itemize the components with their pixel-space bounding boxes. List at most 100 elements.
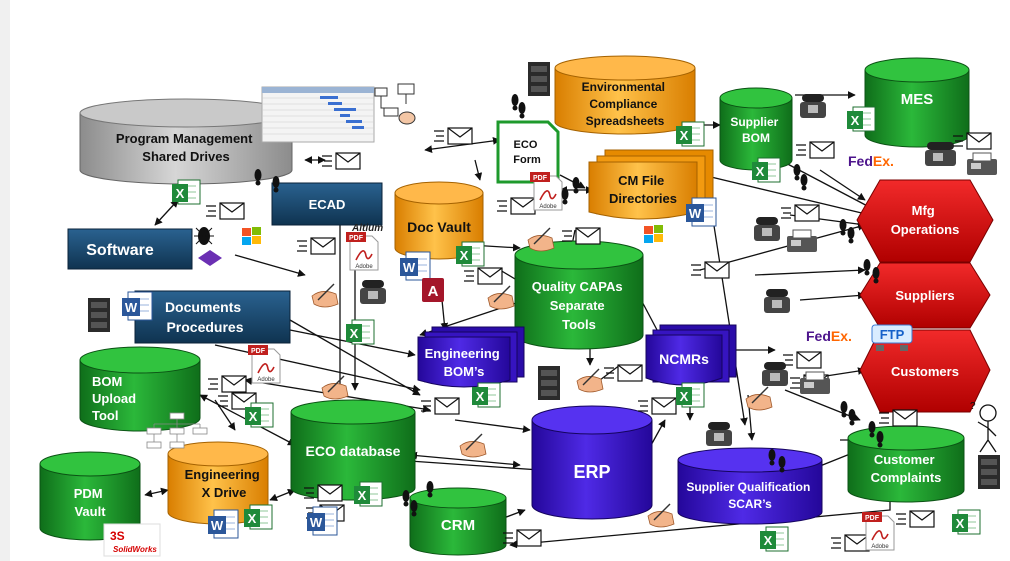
footprint-icon — [848, 409, 856, 426]
fedex-fed: Fed — [848, 153, 873, 169]
visual-studio-icon — [198, 250, 222, 266]
org-chart-icon — [146, 412, 208, 449]
cm-file-line-1: CM File — [618, 173, 664, 188]
node-suppliers[interactable]: Suppliers — [859, 262, 991, 329]
email-icon — [206, 202, 245, 220]
email-icon — [783, 351, 822, 369]
svg-text:BOM Upload Tool: BOM Upload Tool — [92, 374, 140, 423]
excel-letter: X — [956, 516, 965, 531]
excel-letter: X — [358, 488, 367, 503]
node-ecad[interactable]: ECAD — [271, 182, 383, 226]
svg-text:FedEx.: FedEx. — [848, 153, 894, 169]
phone-icon — [360, 280, 386, 304]
footprint-icon — [518, 102, 526, 119]
node-ncmrs[interactable]: NCMRs — [645, 324, 737, 386]
phone-icon — [754, 217, 780, 241]
excel-letter: X — [249, 409, 258, 424]
handwriting-icon — [576, 368, 604, 393]
word-icon: W — [400, 251, 431, 281]
footprint-icon — [868, 421, 876, 438]
solidworks-logo: 3S SolidWorks — [103, 523, 161, 557]
server-icons — [88, 62, 1000, 489]
email-icon — [691, 261, 730, 279]
node-supplier-bom[interactable]: Supplier BOM — [719, 87, 793, 171]
node-program-management[interactable]: Program Management Shared Drives — [79, 98, 293, 185]
node-documents-procedures[interactable]: Documents Procedures — [134, 290, 291, 344]
handwriting-icon — [311, 283, 339, 308]
footprint-icon — [872, 267, 880, 284]
excel-icon: X — [752, 157, 781, 183]
handwriting-icon — [745, 386, 773, 411]
windows-logo-icons — [242, 225, 663, 245]
phone-icon — [925, 142, 951, 166]
fedex-ex: Ex. — [873, 153, 894, 169]
fax-icons — [787, 152, 997, 394]
email-icon — [503, 529, 542, 547]
excel-letter: X — [764, 533, 773, 548]
supplier-qualification-line-2: SCAR’s — [728, 497, 772, 511]
excel-letter: X — [680, 389, 689, 404]
node-software[interactable]: Software — [67, 228, 193, 270]
node-erp[interactable]: ERP — [531, 405, 653, 520]
footprint-icon — [511, 94, 519, 111]
thinker-figure-icon: ? — [970, 401, 997, 453]
suppliers-label: Suppliers — [895, 288, 954, 303]
svg-text:PDM Vault: PDM Vault — [74, 486, 107, 519]
node-mfg-operations[interactable]: Mfg Operations — [856, 179, 994, 263]
word-icon: W — [208, 509, 239, 539]
excel-letter: X — [176, 186, 185, 201]
email-icon — [638, 397, 677, 415]
node-supplier-qualification[interactable]: Supplier Qualification SCAR’s — [677, 447, 823, 525]
server-icon — [978, 455, 1000, 489]
svg-text:Program Management Share: Program Management Shared Drives — [116, 131, 256, 164]
node-customers[interactable]: Customers — [859, 329, 991, 413]
excel-icon: X — [245, 402, 274, 428]
pdm-vault-line-1: PDM — [74, 486, 103, 501]
email-icon — [604, 364, 643, 382]
footprint-icon — [800, 174, 808, 191]
node-doc-vault[interactable]: Doc Vault — [394, 181, 484, 260]
node-quality-capas[interactable]: Quality CAPAs Separate Tools — [514, 240, 644, 350]
excel-letter: X — [248, 511, 257, 526]
altium-text: Altium — [351, 223, 383, 234]
phone-icon — [764, 289, 790, 313]
node-engineering-boms[interactable]: Engineering BOM’s — [417, 326, 525, 388]
email-icon — [953, 132, 992, 150]
environmental-line-3: Spreadsheets — [586, 114, 665, 128]
excel-icon: X — [676, 382, 705, 408]
node-environmental-compliance[interactable]: Environmental Compliance Spreadsheets — [554, 55, 696, 135]
svg-text:Supplier BOM: Supplier BOM — [730, 115, 781, 145]
footprint-icon — [847, 227, 855, 244]
footprint-icon — [768, 449, 776, 466]
email-icon — [434, 127, 473, 145]
fedex-logo-middle: FedEx. — [806, 328, 852, 344]
environmental-line-1: Environmental — [582, 80, 665, 94]
svg-text:3S: 3S — [110, 529, 125, 543]
word-letter: W — [211, 518, 224, 533]
server-icon — [538, 366, 560, 400]
node-mes[interactable]: MES — [864, 57, 970, 148]
left-edge — [0, 0, 10, 561]
svg-text:ECO Form: ECO Form — [513, 139, 541, 166]
ecad-label: ECAD — [309, 197, 346, 212]
email-icon — [781, 204, 820, 222]
excel-icon: X — [472, 382, 501, 408]
fedex-logo-top: FedEx. — [848, 153, 894, 169]
node-customer-complaints[interactable]: Customer Complaints — [847, 425, 965, 503]
software-label: Software — [86, 242, 154, 259]
excel-letter: X — [680, 128, 689, 143]
excel-icon: X — [952, 509, 981, 535]
quality-capas-line-3: Tools — [562, 317, 596, 332]
node-eco-database[interactable]: ECO database — [290, 399, 416, 501]
excel-letter: X — [756, 164, 765, 179]
windows-logo-icon — [644, 225, 663, 243]
footprint-icon — [272, 176, 280, 193]
node-eco-form[interactable]: ECO Form — [496, 120, 560, 184]
word-icon: W — [122, 291, 153, 321]
node-crm[interactable]: CRM — [409, 487, 507, 556]
